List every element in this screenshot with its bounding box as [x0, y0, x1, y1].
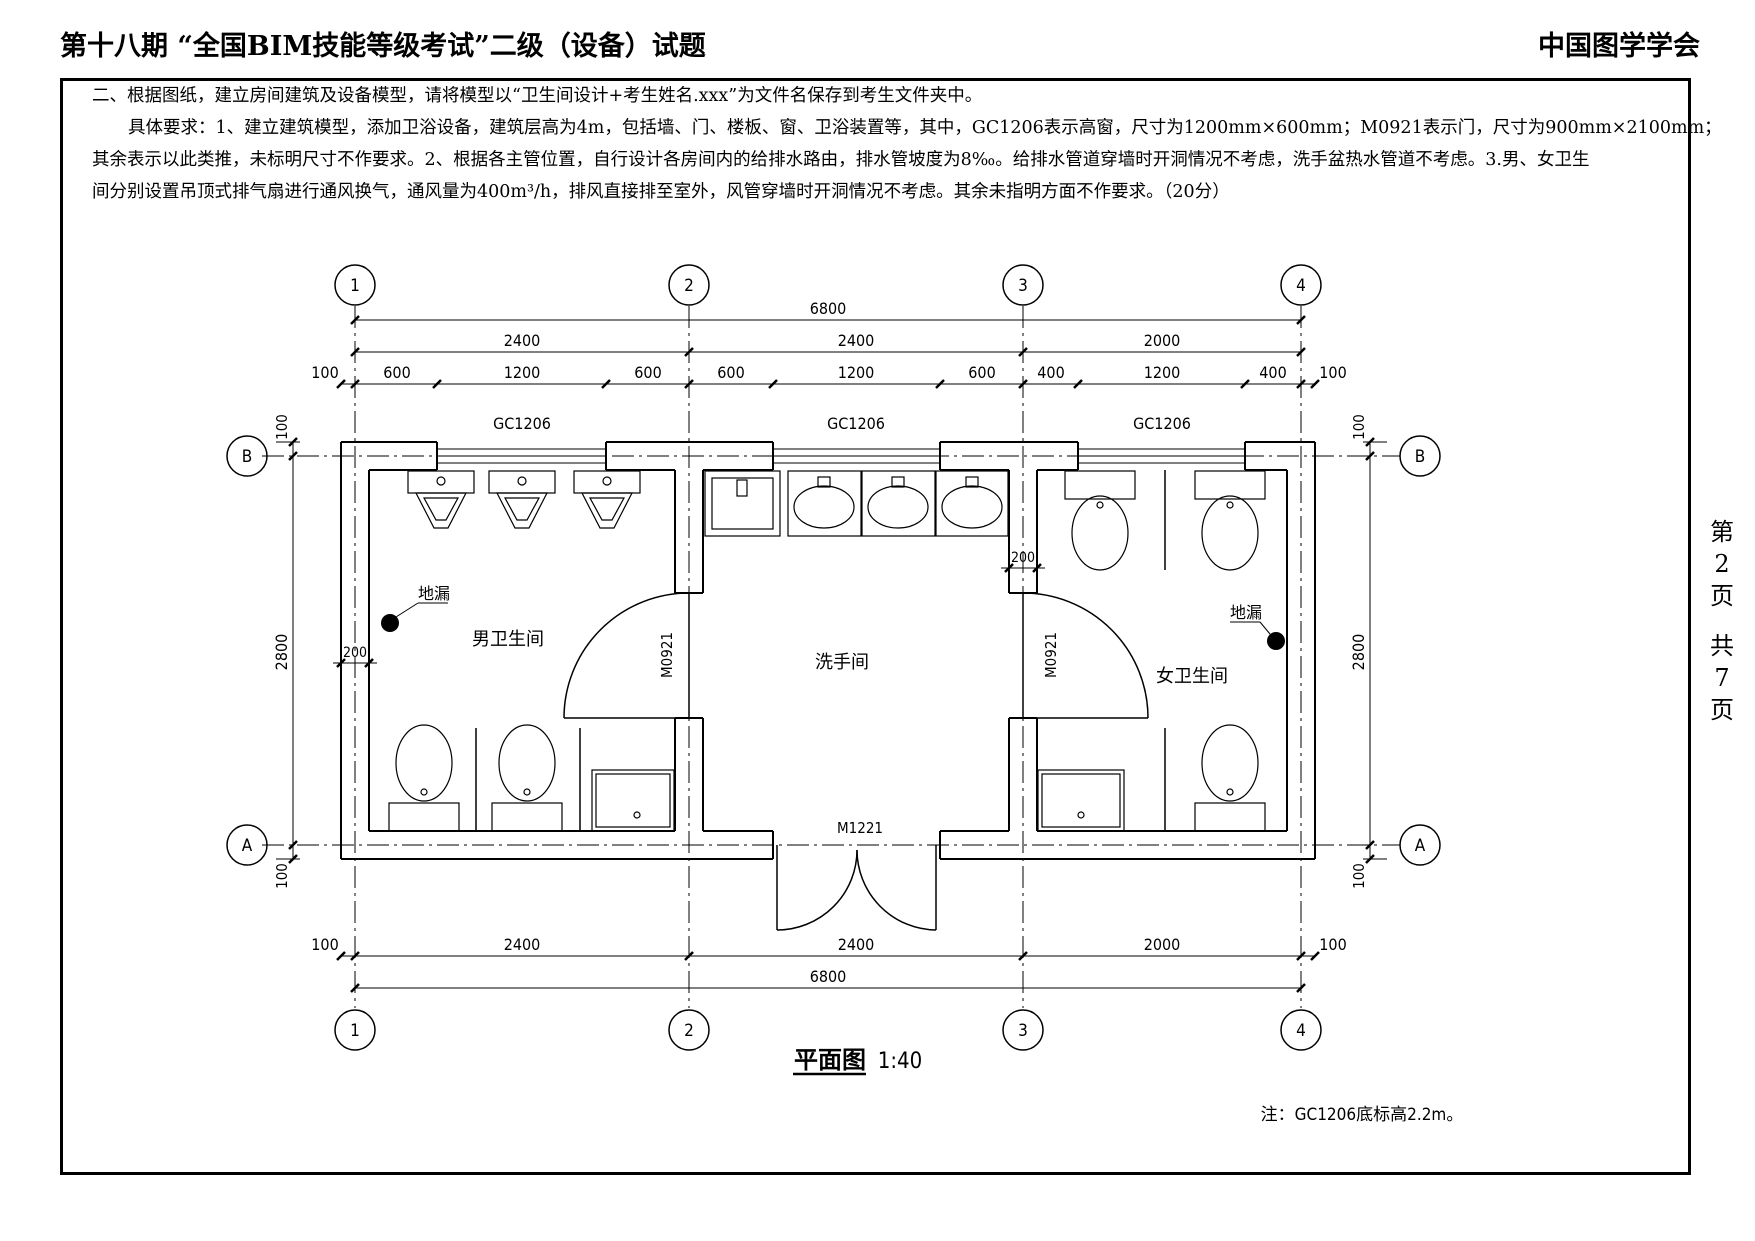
- dim-detail: 1200: [838, 363, 875, 382]
- dim-vertical-left-bottom: 100: [273, 863, 291, 889]
- axis-label-4-bottom: 4: [1296, 1021, 1306, 1041]
- axis-label-1: 1: [350, 276, 360, 296]
- axis-label-2: 2: [684, 276, 694, 296]
- axis-label-a-right: A: [1415, 836, 1426, 856]
- window-label: GC1206: [493, 414, 551, 433]
- floor-drain-leaders: [395, 602, 1271, 635]
- axis-label-1-bottom: 1: [350, 1021, 360, 1041]
- floor-drains: [381, 614, 1285, 650]
- axis-bubbles: [226, 264, 1441, 1051]
- floor-drain-label: 地漏: [1230, 603, 1262, 622]
- page-info-char: 页: [1710, 582, 1734, 610]
- door-label: M0921: [658, 632, 676, 678]
- dim-detail: 1200: [1144, 363, 1181, 382]
- dim-vertical-left-top: 100: [273, 414, 291, 440]
- dim-detail: 600: [717, 363, 744, 382]
- drawing-frame: [60, 78, 1691, 1175]
- dim-total-bottom: 6800: [810, 967, 847, 986]
- page-total: 7: [1714, 664, 1730, 692]
- dim-detail: 100: [311, 363, 338, 382]
- window-label: GC1206: [1133, 414, 1191, 433]
- dimension-lines: [276, 319, 1387, 989]
- dim-bottom: 100: [311, 935, 338, 954]
- page-info-char: 第: [1710, 518, 1734, 546]
- door-label: M1221: [837, 819, 883, 837]
- dim-bottom: 100: [1319, 935, 1346, 954]
- dim-detail: 400: [1037, 363, 1064, 382]
- dim-bottom: 2400: [838, 935, 875, 954]
- mop-sinks: [591, 769, 1125, 832]
- urinals: [407, 470, 641, 529]
- dim-bay-2-top: 2400: [838, 331, 875, 350]
- windows: [437, 448, 1245, 464]
- room-label-wash: 洗手间: [815, 652, 869, 673]
- dim-detail: 600: [634, 363, 661, 382]
- plan-scale: 1:40: [878, 1049, 922, 1074]
- dim-detail: 400: [1259, 363, 1286, 382]
- wall-dim-label: 200: [1011, 550, 1035, 566]
- dim-vertical-right-top: 100: [1350, 414, 1368, 440]
- dim-vertical-right-bottom: 100: [1350, 863, 1368, 889]
- page-number: 2: [1714, 550, 1730, 578]
- window-label: GC1206: [827, 414, 885, 433]
- dim-vertical-left: 2800: [272, 634, 291, 671]
- requirement-line-1: 二、根据图纸，建立房间建筑及设备模型，请将模型以“卫生间设计+考生姓名.xxx”…: [92, 86, 983, 106]
- axis-label-3: 3: [1018, 276, 1028, 296]
- stall-partitions: [475, 470, 1166, 831]
- wall-dim-label: 200: [343, 645, 367, 661]
- organization-name: 中国图学学会: [1538, 31, 1700, 62]
- axis-label-3-bottom: 3: [1018, 1021, 1028, 1041]
- drawing-labels: 1 2 3 4 1 2 3 4 B A B A 6800 2400 2400 2…: [242, 276, 1464, 1125]
- axis-label-2-bottom: 2: [684, 1021, 694, 1041]
- axis-label-a-left: A: [242, 836, 253, 856]
- dim-bay-3-top: 2000: [1144, 331, 1181, 350]
- toilets: [388, 470, 1266, 832]
- dimension-ticks: [288, 315, 1375, 993]
- dim-vertical-right: 2800: [1349, 634, 1368, 671]
- room-label-men: 男卫生间: [472, 629, 544, 650]
- dim-bottom: 2400: [504, 935, 541, 954]
- dim-total-top: 6800: [810, 299, 847, 318]
- page-info: 第 2 页 共 7 页: [1707, 516, 1737, 726]
- plan-title: 平面图: [794, 1046, 866, 1074]
- dim-detail: 600: [383, 363, 410, 382]
- door-label: M0921: [1042, 632, 1060, 678]
- floor-drain-label: 地漏: [418, 584, 450, 603]
- dim-detail: 600: [968, 363, 995, 382]
- wash-basins: [704, 470, 1009, 537]
- dim-detail: 1200: [504, 363, 541, 382]
- page-info-char: 页: [1710, 696, 1734, 724]
- dim-bottom: 2000: [1144, 935, 1181, 954]
- wall-thickness-dims: [333, 567, 1045, 664]
- axis-label-b-left: B: [242, 447, 253, 467]
- requirement-line-4: 间分别设置吊顶式排气扇进行通风换气，通风量为400m³/h，排风直接排至室外，风…: [92, 182, 1230, 202]
- doors: [563, 592, 1149, 931]
- room-label-women: 女卫生间: [1156, 666, 1228, 687]
- page-info-char: 共: [1710, 632, 1734, 660]
- exam-title: 第十八期 “全国BIM技能等级考试”二级（设备）试题: [60, 31, 706, 62]
- dim-detail: 100: [1319, 363, 1346, 382]
- walls: [340, 441, 1316, 860]
- axis-label-4: 4: [1296, 276, 1306, 296]
- axis-label-b-right: B: [1415, 447, 1426, 467]
- elevation-note: 注：GC1206底标高2.2m。: [1261, 1105, 1464, 1125]
- requirement-line-2: 具体要求：1、建立建筑模型，添加卫浴设备，建筑层高为4m，包括墙、门、楼板、窗、…: [128, 118, 1722, 138]
- requirement-line-3: 其余表示以此类推，未标明尺寸不作要求。2、根据各主管位置，自行设计各房间内的给排…: [92, 150, 1590, 170]
- dim-bay-1-top: 2400: [504, 331, 541, 350]
